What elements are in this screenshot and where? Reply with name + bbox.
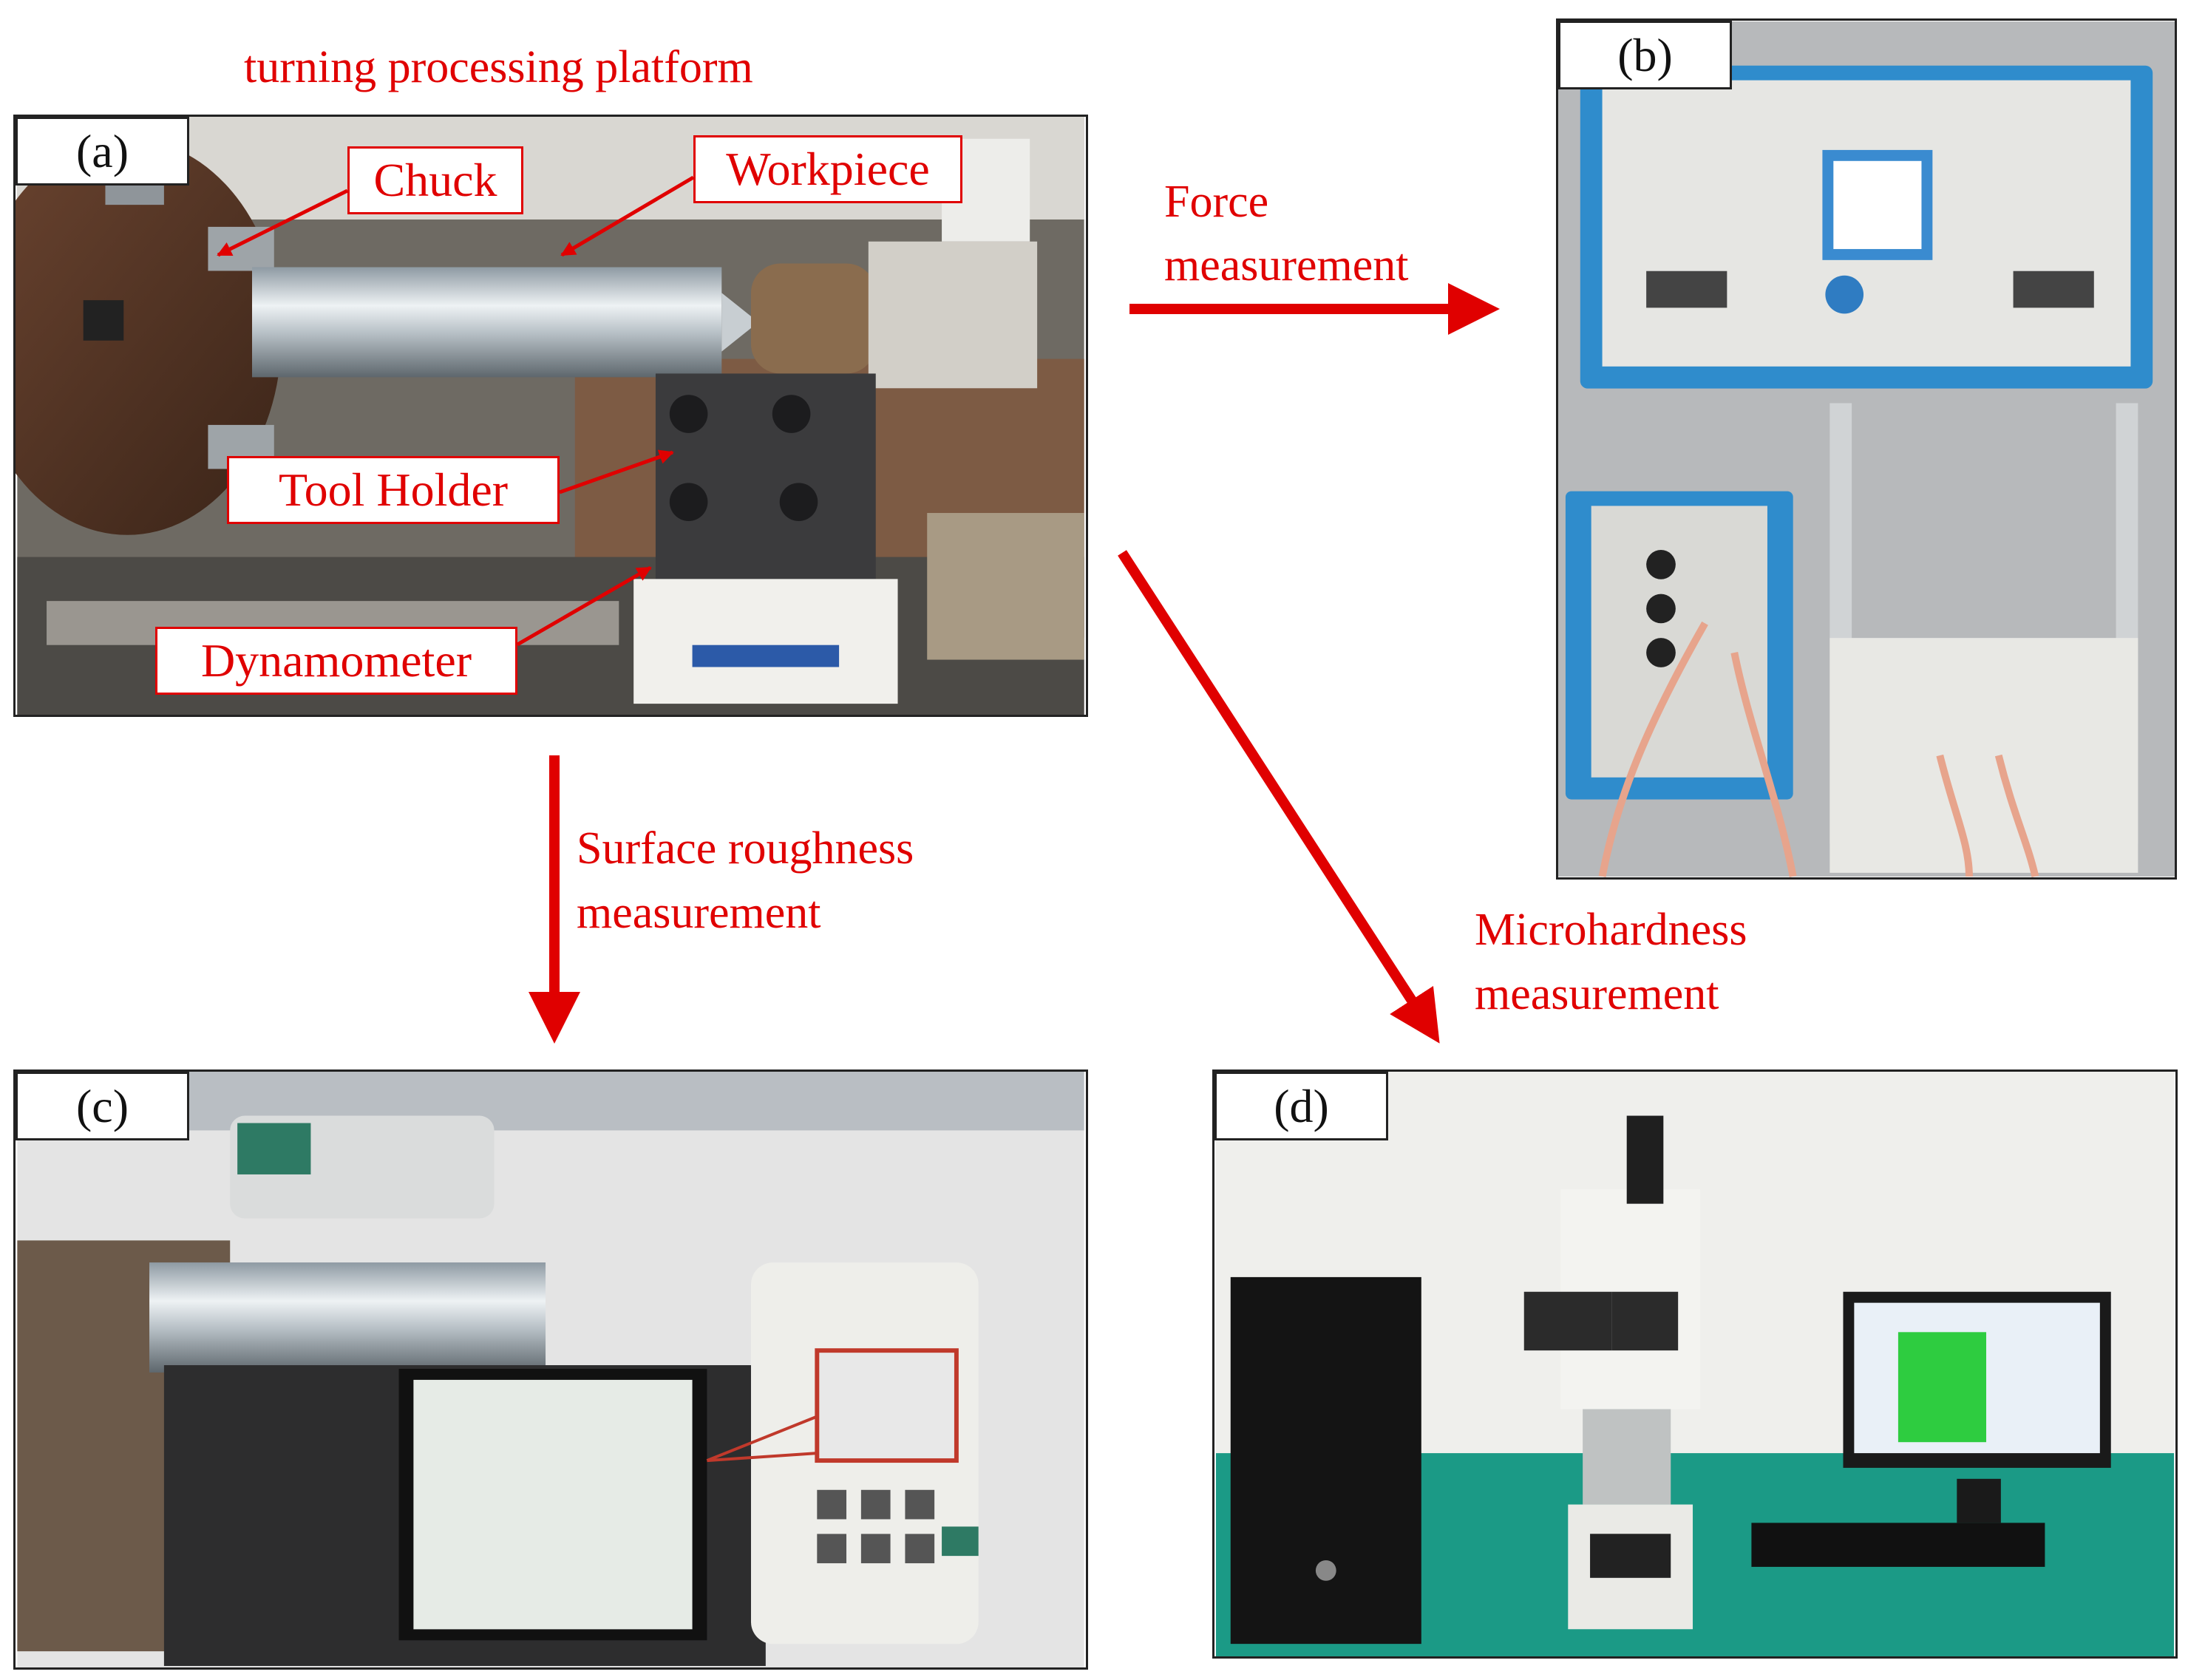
roughness-tester-illustration: [17, 1072, 1084, 1667]
lathe-illustration: [16, 117, 1084, 715]
force-label-line1: Force: [1164, 177, 1269, 227]
force-label-line2: measurement: [1164, 240, 1409, 290]
panel-c-photo: (c): [13, 1069, 1088, 1670]
roughness-label-line2: measurement: [577, 888, 821, 938]
dynamometer-label: Dynamometer: [155, 627, 517, 695]
microhardness-tester-illustration: [1215, 1072, 2175, 1656]
microhardness-label-line2: measurement: [1475, 969, 1719, 1019]
panel-b-tag: (b): [1558, 21, 1732, 89]
panel-a-tag: (a): [16, 117, 189, 186]
panel-d-tag: (d): [1214, 1072, 1388, 1140]
charge-amplifier-illustration: [1558, 21, 2175, 877]
panel-c-tag: (c): [16, 1072, 189, 1140]
tool-holder-label: Tool Holder: [227, 456, 560, 524]
microhardness-label-line1: Microhardness: [1475, 905, 1747, 955]
roughness-label-line1: Surface roughness: [577, 823, 914, 874]
platform-title: turning processing platform: [244, 42, 753, 92]
chuck-label: Chuck: [347, 146, 523, 214]
panel-b-photo: (b): [1556, 18, 2177, 880]
panel-d-photo: (d): [1212, 1069, 2178, 1659]
microhardness-flow-arrow: [1118, 550, 1440, 1044]
workpiece-label: Workpiece: [693, 135, 962, 203]
